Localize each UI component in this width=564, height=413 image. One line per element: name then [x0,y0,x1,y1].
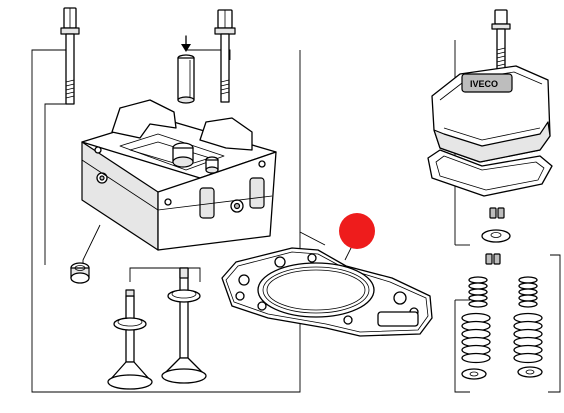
intake-valve [107,289,153,390]
cover-bolt [491,9,511,80]
spring-retainer [481,229,511,243]
cylinder-head [81,99,277,251]
valve-cover: IVECO [427,65,553,197]
valve-guide [177,54,195,104]
spring-seat-washers [461,366,543,380]
valve-springs [461,276,543,364]
arrow-down-icon [181,35,191,52]
callout-marker [339,213,375,261]
head-bolt-left [60,7,80,105]
cover-lettering: IVECO [470,79,498,89]
valve-keepers [485,207,505,265]
head-gasket [221,247,433,337]
exhaust-valve [161,267,207,384]
head-bolt-right [214,9,236,103]
valve-seat-ring [70,262,90,284]
